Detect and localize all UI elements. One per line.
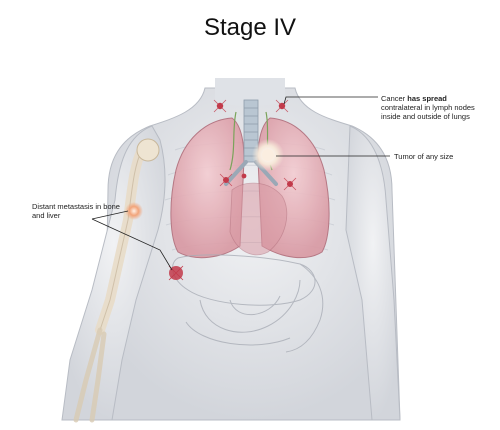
primary-tumor — [262, 149, 274, 161]
arm-right — [345, 125, 401, 421]
bone-metastasis — [125, 202, 143, 220]
page-title: Stage IV — [203, 14, 297, 41]
abdomen-organs — [172, 254, 324, 353]
label-metastasis: Distant metastasis in bone and liver — [32, 202, 120, 220]
label-tumor: Tumor of any size — [394, 152, 454, 161]
label-spread-detail: contralateral in lymph nodes inside and … — [381, 103, 475, 121]
label-lymph-spread: Cancer has spread contralateral in lymph… — [381, 94, 491, 121]
heart — [229, 182, 288, 256]
shoulder-joint — [136, 138, 160, 162]
forearm-bones — [73, 327, 107, 423]
label-spread-text: Cancer — [381, 94, 408, 103]
neck — [215, 78, 285, 106]
label-spread-bold: has spread — [407, 94, 447, 103]
leader-lines — [91, 96, 390, 271]
